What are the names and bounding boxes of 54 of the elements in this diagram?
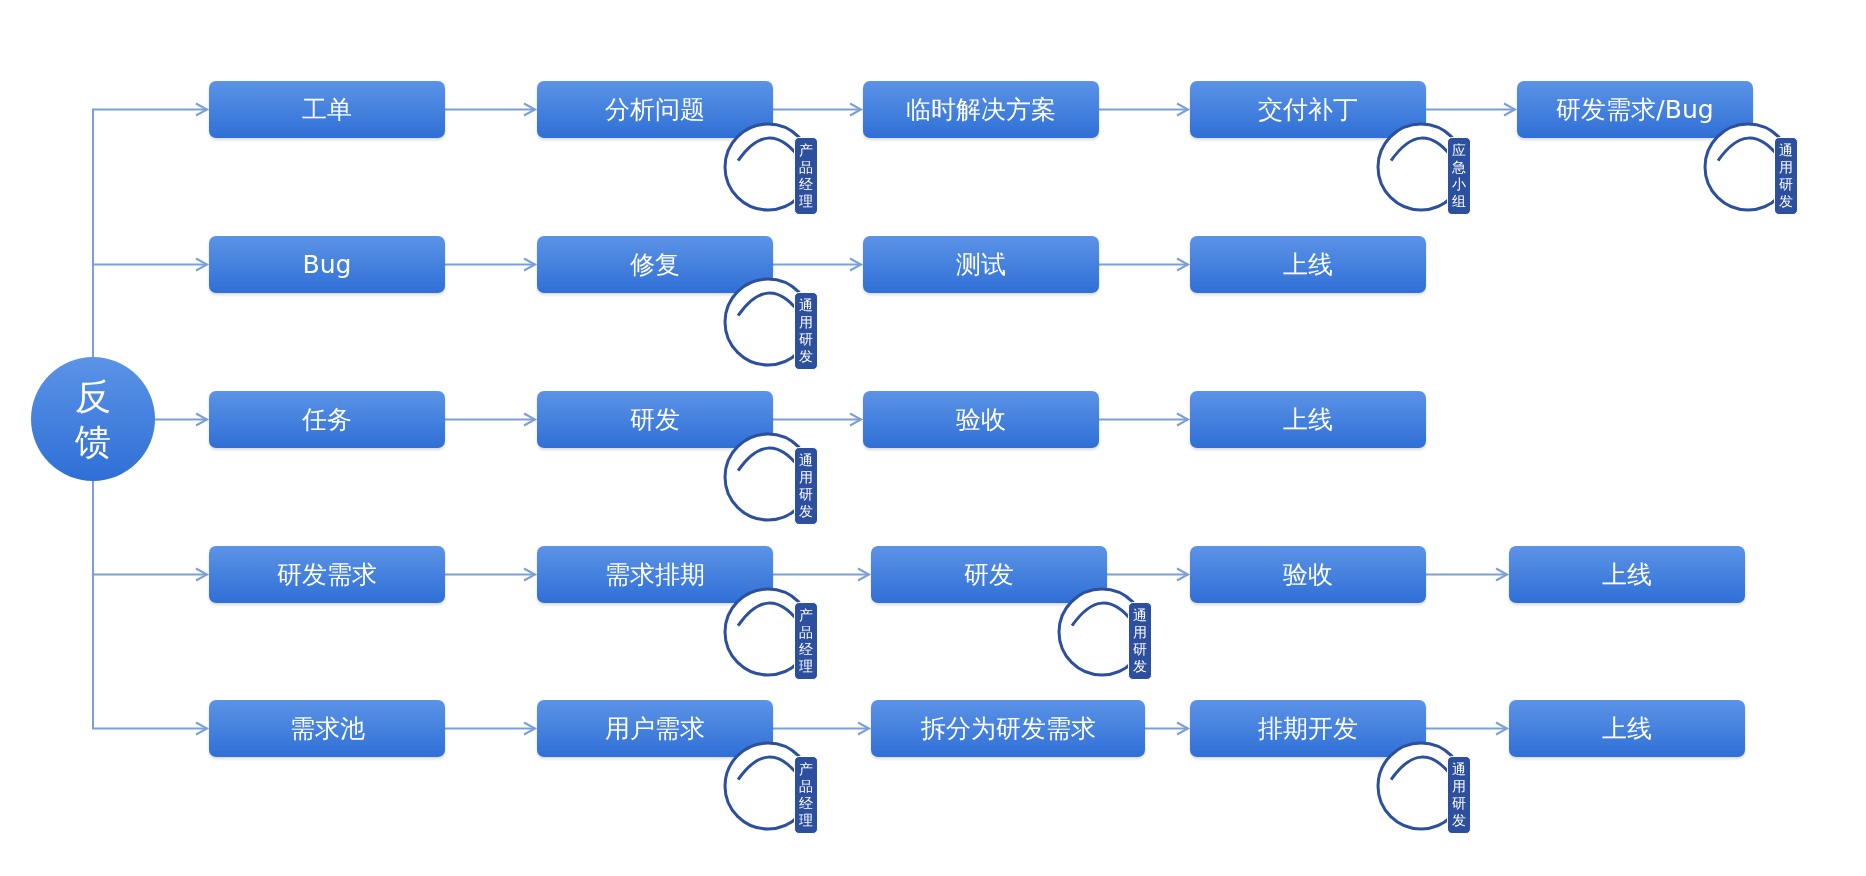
arrow (444, 721, 536, 736)
process-box: 排期开发 (1190, 700, 1426, 757)
process-box: 研发需求 (209, 546, 445, 603)
start-circle: 反馈 (31, 357, 155, 481)
role-tag: 通用研发 (1774, 137, 1798, 215)
arrow (1098, 102, 1189, 117)
process-box: 拆分为研发需求 (871, 700, 1145, 757)
process-box: Bug (209, 236, 445, 293)
role-tag: 产品经理 (794, 602, 818, 680)
process-box: 任务 (209, 391, 445, 448)
arrow (1106, 567, 1189, 582)
process-box: 上线 (1509, 546, 1745, 603)
role-tag: 产品经理 (794, 756, 818, 834)
process-box: 验收 (863, 391, 1099, 448)
process-box: 用户需求 (537, 700, 773, 757)
arrow (772, 721, 870, 736)
process-box: 研发 (871, 546, 1107, 603)
role-tag: 通用研发 (794, 292, 818, 370)
arrow (154, 412, 208, 427)
process-box: 交付补丁 (1190, 81, 1426, 138)
process-box: 上线 (1509, 700, 1745, 757)
arrow (772, 102, 862, 117)
process-box: 临时解决方案 (863, 81, 1099, 138)
process-box: 研发需求/Bug (1517, 81, 1753, 138)
process-box: 工单 (209, 81, 445, 138)
arrow (1144, 721, 1189, 736)
process-box: 分析问题 (537, 81, 773, 138)
arrow (772, 257, 862, 272)
process-box: 需求池 (209, 700, 445, 757)
arrow (444, 567, 536, 582)
arrow (92, 257, 208, 358)
process-box: 需求排期 (537, 546, 773, 603)
process-box: 修复 (537, 236, 773, 293)
arrow (1425, 102, 1516, 117)
arrow (444, 102, 536, 117)
arrow (1425, 567, 1508, 582)
arrow (1425, 721, 1508, 736)
role-tag: 通用研发 (1128, 602, 1152, 680)
arrow (1098, 257, 1189, 272)
arrow (444, 412, 536, 427)
process-box: 上线 (1190, 236, 1426, 293)
role-tag: 产品经理 (794, 137, 818, 215)
arrow (1098, 412, 1189, 427)
process-box: 验收 (1190, 546, 1426, 603)
role-tag: 应急小组 (1447, 137, 1471, 215)
role-tag: 通用研发 (794, 447, 818, 525)
process-box: 上线 (1190, 391, 1426, 448)
role-tag: 通用研发 (1447, 756, 1471, 834)
arrow (772, 567, 870, 582)
arrow (92, 480, 208, 736)
arrow (444, 257, 536, 272)
process-box: 研发 (537, 391, 773, 448)
arrow (772, 412, 862, 427)
process-box: 测试 (863, 236, 1099, 293)
